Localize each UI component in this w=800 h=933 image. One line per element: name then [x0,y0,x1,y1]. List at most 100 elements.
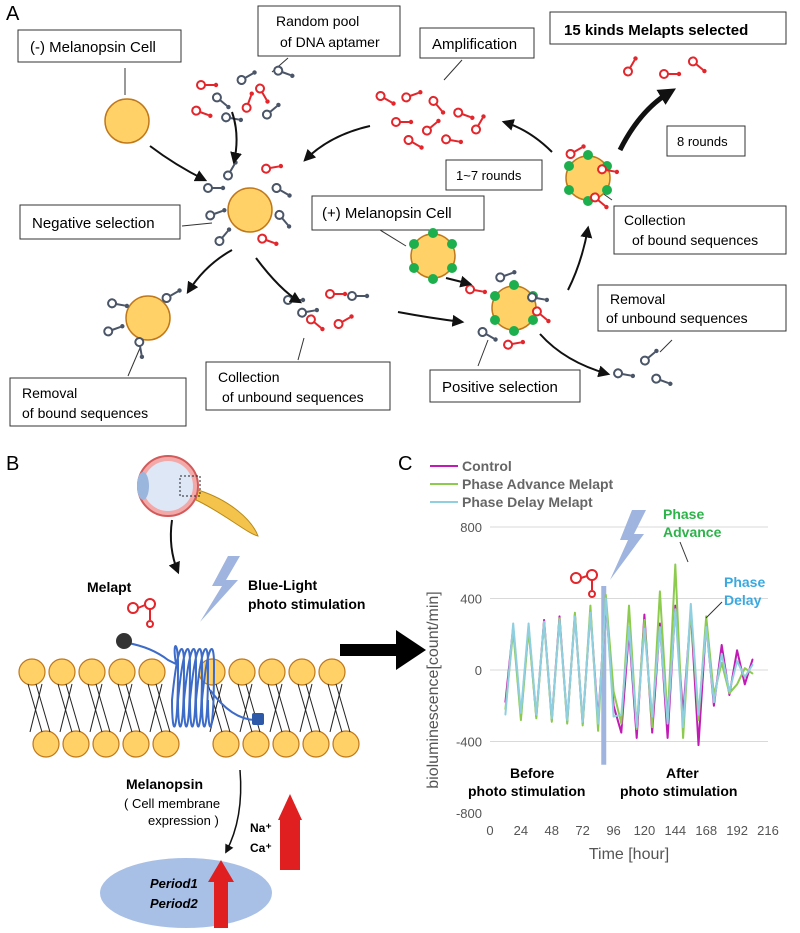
data-point [589,612,592,614]
phase-advance-pointer [679,541,689,563]
aptamer [297,307,320,318]
blue-light-label-2: photo stimulation [248,596,365,612]
aptamer [203,183,226,193]
data-point [751,672,754,675]
aptamer [471,114,486,135]
x-tick-label: 120 [634,823,656,838]
aptamer [597,164,620,175]
y-tick-label: -800 [456,806,482,821]
panel-a: A (-) Melanopsin Cell Random pool of DNA… [6,3,787,427]
panel-b: B Melapt Blue-Light photo stimulation [6,453,426,928]
aptamer [403,135,424,150]
svg-text:(-) Melanopsin Cell: (-) Melanopsin Cell [30,39,156,56]
svg-text:of bound sequences: of bound sequences [22,405,148,421]
big-right-arrow [340,630,426,670]
signal-arrow [225,769,242,854]
data-point [628,626,630,628]
before-label-2: photo stimulation [468,783,585,799]
aptamer [651,373,673,386]
data-point [620,713,623,716]
data-point [589,604,592,607]
aptamer [134,337,145,360]
data-point [713,701,715,703]
blue-light-label-1: Blue-Light [248,577,318,593]
label-random-pool: Random pool of DNA aptamer [257,5,401,57]
y-tick-label: 800 [460,520,482,535]
data-point [651,715,653,718]
data-point [558,615,561,618]
aptamer [325,289,348,299]
period2-label: Period2 [150,896,198,911]
data-point [751,663,754,666]
aptamer [687,56,707,74]
panel-b-letter: B [6,453,19,475]
aptamer [477,327,498,342]
data-point [605,597,607,600]
aptamer [273,65,295,78]
expression-label-1: ( Cell membrane [124,796,220,811]
data-point [720,653,723,655]
label-collection-bound: Collection of bound sequences [613,205,787,255]
data-point [666,737,669,739]
x-tick-label: 24 [514,823,528,838]
data-point [643,619,646,621]
label-removal-bound: Removal of bound sequences [9,377,187,427]
data-point [512,622,514,625]
phase-delay-label-2: Delay [724,592,762,608]
data-point [520,712,522,714]
selected-arrow [617,88,677,152]
data-point [504,713,507,716]
pos-selection-cell [490,280,538,336]
aptamer [453,107,475,120]
data-point [682,737,684,739]
svg-text:of bound sequences: of bound sequences [632,232,758,248]
data-point [674,608,677,611]
aptamer [257,233,279,246]
data-point [674,563,677,566]
aptamer [375,91,396,106]
aptamer [305,314,325,332]
svg-text:Removal: Removal [610,291,665,307]
chart-lightning-icon [610,510,646,580]
label-removal-unbound: Removal of unbound sequences [597,284,787,332]
phase-advance-label-2: Advance [663,524,722,540]
data-point [635,726,638,728]
aptamer [283,295,306,305]
svg-text:Random pool: Random pool [276,13,359,29]
expression-label-2: expression ) [148,813,219,828]
before-label-1: Before [510,765,555,781]
aptamer [623,56,638,77]
data-point [728,692,731,695]
data-point [643,628,646,630]
data-point [689,603,692,605]
aptamer [527,292,550,303]
label-8-rounds: 8 rounds [666,125,746,157]
aptamer [441,134,464,145]
x-tick-label: 96 [606,823,620,838]
data-point [635,728,638,730]
data-point [674,604,677,607]
pos-cell [409,228,457,284]
x-tick-label: 144 [664,823,686,838]
panel-c-letter: C [398,453,412,475]
eye-arrow [168,519,180,575]
svg-text:15 kinds Melapts selected: 15 kinds Melapts selected [564,22,748,39]
aptamer [659,69,682,79]
data-point [628,604,630,607]
svg-text:of unbound sequences: of unbound sequences [222,389,364,405]
label-pos-cell: (+) Melanopsin Cell [311,195,485,231]
after-label-2: photo stimulation [620,783,737,799]
svg-text:(+) Melanopsin Cell: (+) Melanopsin Cell [322,205,452,222]
label-positive-selection: Positive selection [429,369,581,403]
data-point [720,644,723,646]
aptamer [639,348,659,366]
label-negative-selection: Negative selection [19,204,181,240]
data-point [620,722,623,725]
aptamer [261,102,281,120]
svg-text:8 rounds: 8 rounds [677,134,728,149]
data-point [659,622,661,625]
melapt-aptamer-icon [127,598,156,628]
phase-delay-label-1: Phase [724,574,765,590]
phase-delay-pointer [705,601,723,619]
